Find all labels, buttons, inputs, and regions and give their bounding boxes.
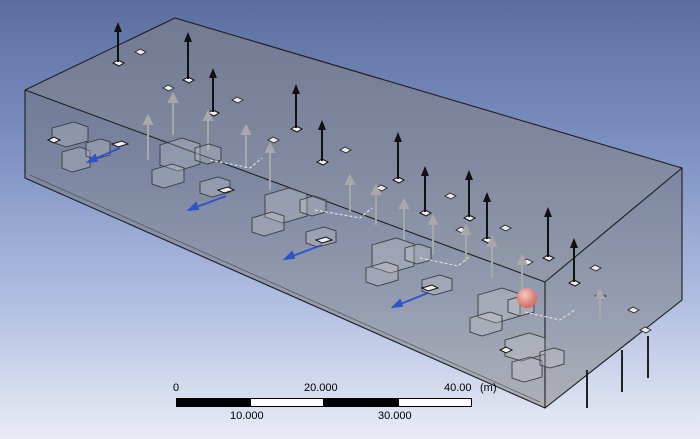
scale-label-20: 20.000 (304, 382, 338, 394)
exterior-outlet-ducts (586, 336, 649, 408)
roof-outlet (391, 132, 406, 184)
equipment-unit (504, 332, 565, 383)
roof-outlet (315, 120, 330, 166)
equipment-units (51, 121, 565, 383)
roof-outlet (418, 166, 433, 217)
building-enclosure (24, 17, 683, 409)
scale-bar: 0 20.000 40.00 (m) 10.000 30.000 (168, 382, 498, 434)
roof-outlet (111, 22, 126, 67)
inlet-openings (46, 136, 514, 354)
scale-segment (398, 398, 472, 407)
equipment-unit (251, 187, 337, 248)
scale-segment (324, 398, 398, 407)
roof-outlet (462, 170, 477, 222)
equipment-unit (365, 237, 453, 296)
scale-segment (176, 398, 250, 407)
roof-outlet (567, 238, 582, 287)
scale-label-40: 40.00 (444, 382, 472, 394)
scale-label-10: 10.000 (230, 410, 264, 422)
scale-segment (250, 398, 324, 407)
piping (209, 157, 576, 321)
roof-outlet (206, 68, 221, 117)
roof-outlet (289, 84, 304, 133)
inlet-arrows (85, 147, 429, 309)
scale-label-0: 0 (173, 382, 180, 394)
highlight-sphere[interactable] (517, 288, 537, 308)
scale-label-30: 30.000 (378, 410, 412, 422)
scale-unit: (m) (480, 382, 497, 394)
roof-outlet (181, 32, 196, 84)
roof-outlet (541, 207, 556, 262)
